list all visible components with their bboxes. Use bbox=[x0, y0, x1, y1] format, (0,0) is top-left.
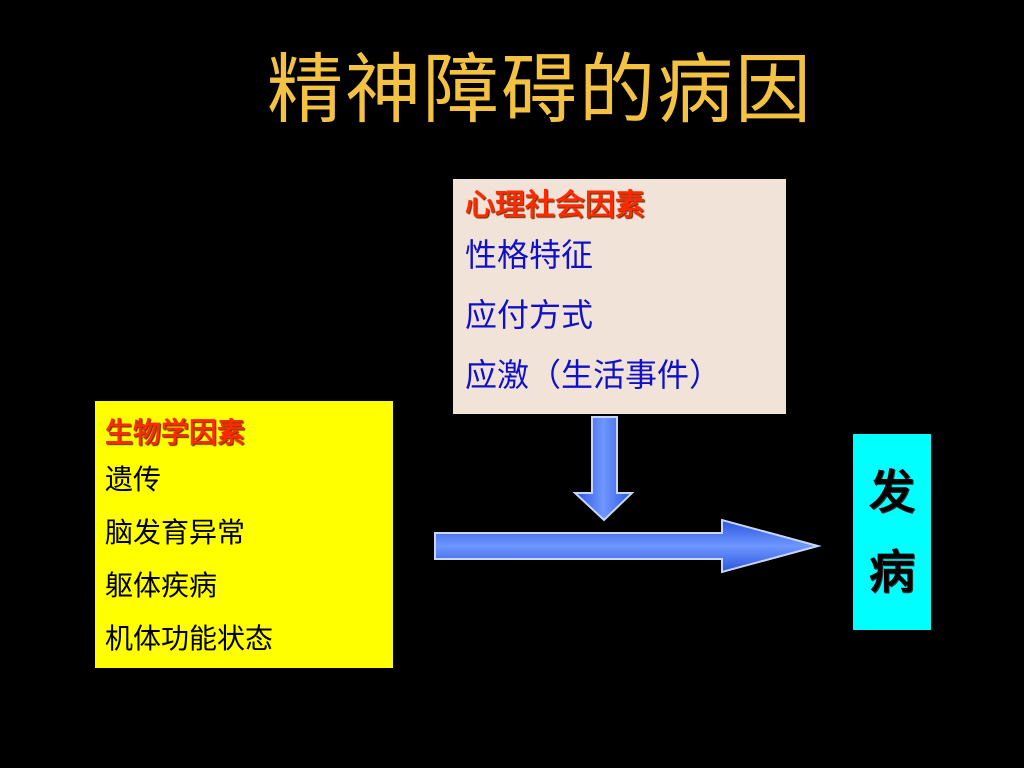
biological-item-brain-development: 脑发育异常 bbox=[105, 516, 246, 549]
biological-heading: 生物学因素 bbox=[105, 416, 246, 449]
down-arrow bbox=[572, 416, 635, 522]
psychosocial-heading: 心理社会因素 bbox=[465, 188, 645, 223]
psychosocial-item-stress: 应激（生活事件） bbox=[465, 356, 722, 394]
biological-item-genetics: 遗传 bbox=[105, 463, 162, 496]
onset-char-2: 病 bbox=[869, 545, 915, 599]
psychosocial-factors-box: 心理社会因素 性格特征 应付方式 应激（生活事件） bbox=[453, 179, 786, 414]
biological-item-physical-disease: 躯体疾病 bbox=[105, 569, 218, 602]
page-title: 精神障碍的病因 bbox=[267, 45, 813, 134]
right-arrow bbox=[434, 518, 822, 574]
psychosocial-item-coping: 应付方式 bbox=[465, 296, 594, 334]
psychosocial-item-personality: 性格特征 bbox=[465, 236, 594, 274]
onset-box: 发 病 bbox=[853, 434, 931, 630]
biological-factors-box: 生物学因素 遗传 脑发育异常 躯体疾病 机体功能状态 bbox=[95, 401, 393, 668]
onset-char-1: 发 bbox=[869, 465, 915, 519]
biological-item-body-function: 机体功能状态 bbox=[105, 622, 274, 655]
